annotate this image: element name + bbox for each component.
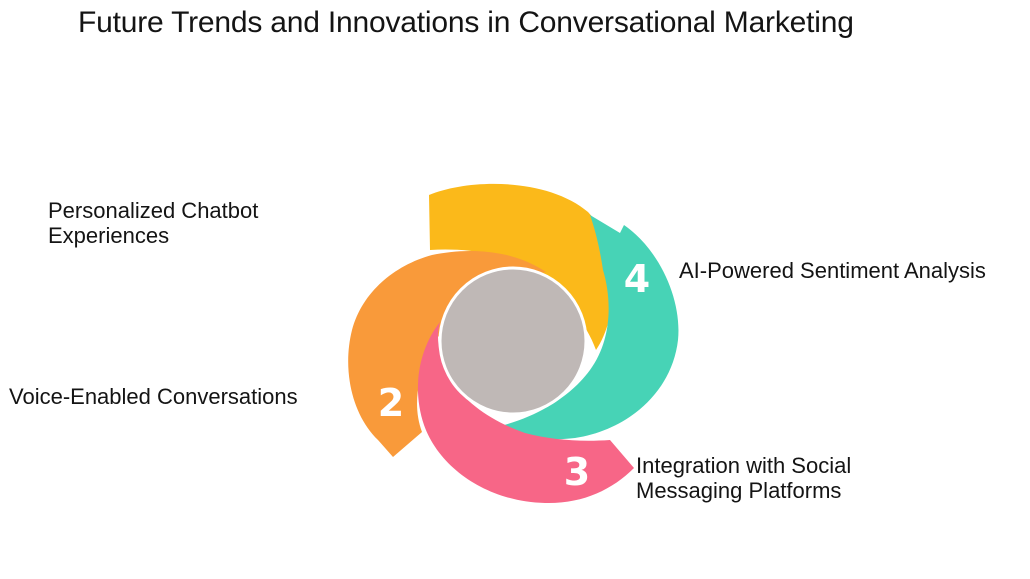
segment-1-personalized-chatbot [429, 183, 614, 350]
label-line: Messaging Platforms [636, 478, 842, 503]
step-label-social-messaging: Integration with Social Messaging Platfo… [636, 453, 851, 503]
label-line: Personalized Chatbot [48, 198, 259, 223]
step-label-ai-sentiment: AI-Powered Sentiment Analysis [679, 258, 986, 283]
diagram-title: Future Trends and Innovations in Convers… [78, 6, 854, 39]
label-line: AI-Powered Sentiment Analysis [679, 258, 986, 283]
step-number-3: 3 [564, 450, 590, 494]
step-label-personalized-chatbot: Personalized Chatbot Experiences [48, 198, 258, 248]
center-circle [438, 266, 588, 416]
segment-4-ai-sentiment [492, 215, 679, 440]
segment-2-voice-enabled [348, 250, 546, 457]
step-number-4: 4 [624, 257, 650, 301]
step-label-voice-enabled: Voice-Enabled Conversations [9, 384, 298, 409]
step-number-2: 2 [378, 381, 404, 425]
label-line: Experiences [48, 223, 170, 248]
segment-3-social-messaging [417, 322, 634, 504]
label-line: Voice-Enabled Conversations [9, 384, 298, 409]
label-line: Integration with Social [636, 453, 852, 478]
